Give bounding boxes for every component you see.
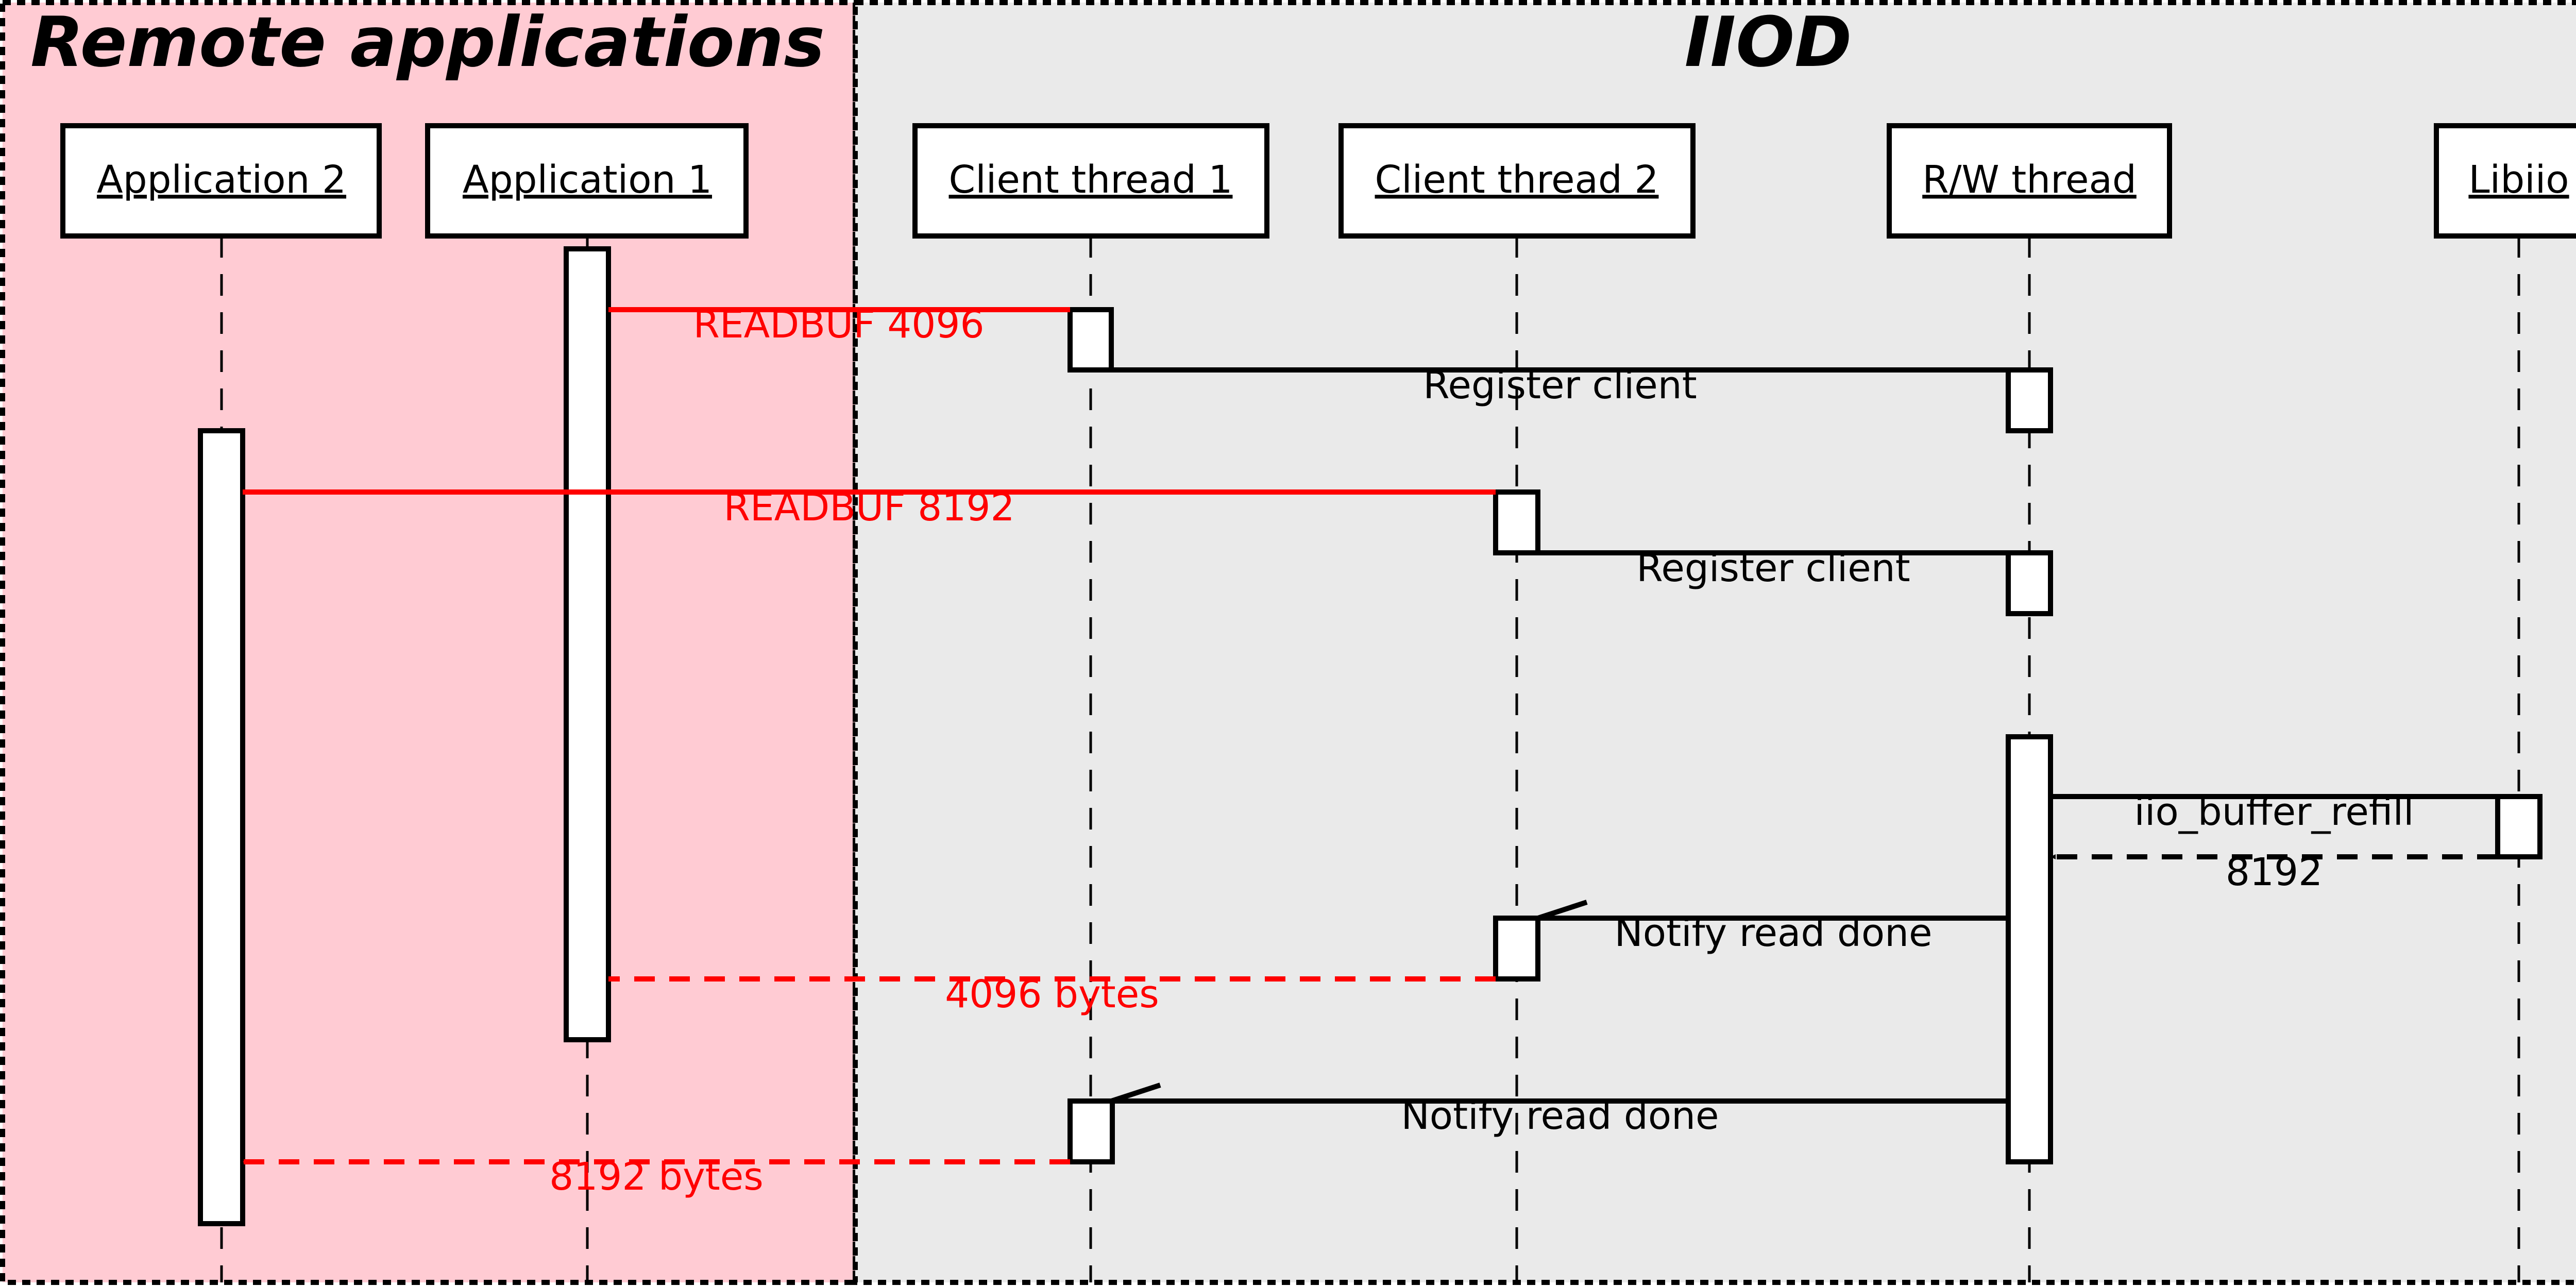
participant-box [912,123,1269,239]
activation-application-2 [198,428,245,1226]
message-return-8192: 8192 [2050,850,2498,894]
async-arrowhead [1110,1082,1161,1104]
participant-label: Application 2 [97,158,346,202]
activation-client-thread-2-request [1493,489,1540,555]
message-reply-8192-bytes: 8192 bytes [243,1155,1070,1199]
participant-box [425,123,749,239]
activation-client-thread-2-reply [1493,916,1540,982]
participant-client-thread-2: Client thread 2 [1338,123,1696,239]
message-label: 8192 bytes [549,1155,764,1199]
frame-remote-title: Remote applications [30,2,825,82]
message-label: READBUF 4096 [693,302,984,347]
frame-iiod-title: IIOD [1685,2,1852,82]
message-notify-read-done-2: Notify read done [1110,1082,2008,1138]
message-notify-read-done-1: Notify read done [1537,900,2008,955]
message-label: Register client [1636,546,1910,590]
message-readbuf-4096: READBUF 4096 [608,302,1070,347]
activation-libiio [2495,794,2543,859]
activation-application-1 [564,246,611,1042]
participant-label: Client thread 1 [949,158,1233,202]
message-label: 4096 bytes [945,972,1159,1017]
message-label: iio_buffer_refill [2134,790,2414,834]
participant-box [1338,123,1696,239]
message-label: Notify read done [1614,911,1932,955]
message-reply-4096-bytes: 4096 bytes [608,972,1496,1017]
participant-box [1887,123,2172,239]
activations [198,246,2543,1226]
participant-libiio: Libiio [2434,123,2576,239]
participant-rw-thread: R/W thread [1887,123,2172,239]
participant-client-thread-1: Client thread 1 [912,123,1269,239]
participant-application-2: Application 2 [60,123,382,239]
message-readbuf-8192: READBUF 8192 [243,485,1496,530]
participant-application-1: Application 1 [425,123,749,239]
message-label: Register client [1423,363,1697,408]
activation-rw-thread-main [2006,734,2053,1164]
participant-box [60,123,382,239]
message-iio-buffer-refill: iio_buffer_refill [2050,790,2498,834]
participant-label: R/W thread [1922,158,2137,202]
participant-label: Libiio [2468,158,2569,202]
async-arrowhead [1537,900,1588,921]
activation-client-thread-1-request [1067,307,1114,373]
message-label: 8192 [2226,850,2323,894]
message-label: READBUF 8192 [723,485,1014,530]
participant-label: Client thread 2 [1375,158,1659,202]
activation-rw-thread-register-1 [2006,367,2053,433]
activation-rw-thread-register-2 [2006,550,2053,616]
participant-label: Application 1 [463,158,712,202]
message-label: Notify read done [1401,1094,1719,1138]
message-register-client-1: Register client [1111,363,2008,408]
message-register-client-2: Register client [1538,546,2008,590]
activation-client-thread-1-reply [1067,1098,1115,1164]
participant-box [2434,123,2576,239]
frame-iiod: IIOD [853,0,2576,1285]
